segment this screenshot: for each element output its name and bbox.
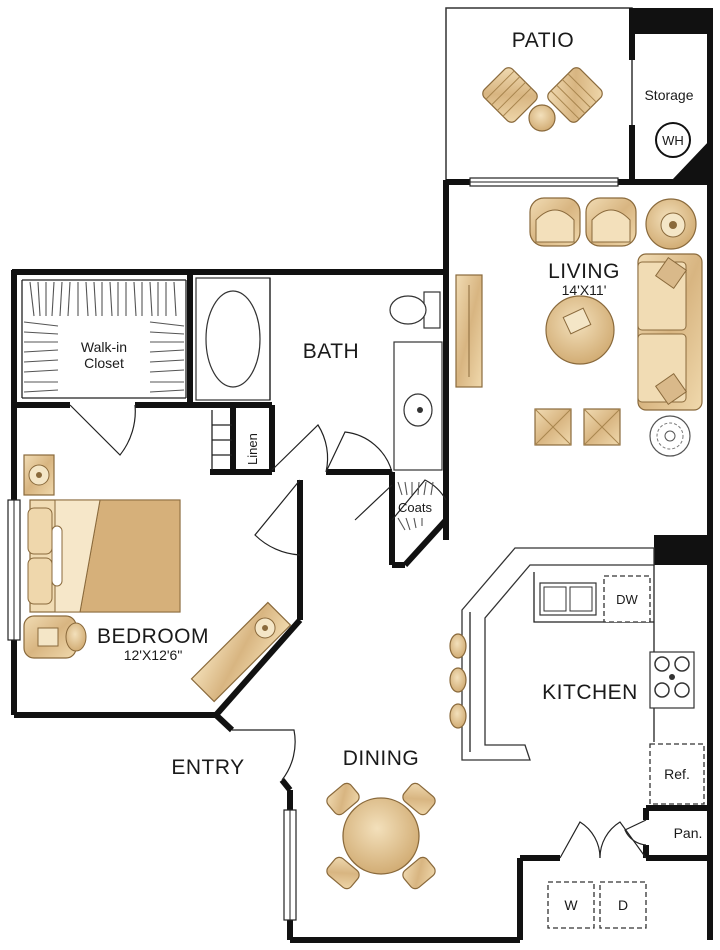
walk-in-closet-label-line2: Closet: [84, 355, 124, 371]
bed: [27, 499, 181, 613]
bathtub-basin: [205, 290, 261, 388]
coats-label: Coats: [398, 500, 432, 515]
washer-label: W: [564, 897, 578, 913]
storage-label: Storage: [644, 87, 693, 103]
stove: [649, 651, 695, 709]
dresser: [190, 601, 292, 703]
storage-corner-fill: [632, 8, 710, 34]
dining-label: DINING: [343, 747, 420, 770]
armchair-1: [529, 197, 581, 247]
bath-label: BATH: [303, 340, 359, 363]
kitchen-label: KITCHEN: [542, 681, 638, 704]
pantry-label: Pan.: [674, 825, 703, 841]
dining-set: [326, 782, 436, 890]
coat-rod: [397, 481, 434, 531]
living-furniture: [455, 197, 703, 457]
living-dimensions: 14'X11': [562, 282, 607, 298]
plant: [649, 415, 691, 457]
bar-stools: [449, 633, 467, 729]
kitchen-sink: [539, 582, 597, 616]
vanity-sink: [393, 341, 443, 471]
kitchen-corner-fill: [654, 535, 710, 565]
bath-fixtures: [195, 277, 443, 531]
dishwasher: [603, 575, 651, 623]
coffee-table: [545, 295, 615, 365]
storage-corner-fill-2: [672, 140, 710, 180]
patio-chair-right: [547, 67, 603, 123]
dishwasher-label: DW: [616, 592, 638, 607]
patio-table: [528, 104, 556, 132]
bedroom-label: BEDROOM: [97, 625, 209, 648]
refrigerator-label: Ref.: [664, 766, 690, 782]
dining-table: [342, 797, 420, 875]
desk: [23, 615, 87, 659]
linen-shelves: [211, 410, 232, 470]
dryer: [599, 881, 647, 929]
dryer-label: D: [618, 897, 628, 913]
kitchen-counters: [449, 547, 705, 929]
living-label: LIVING: [548, 260, 620, 283]
room-labels: PATIO Storage WH LIVING 14'X11' BATH Wal…: [81, 29, 702, 913]
sofa: [637, 253, 703, 411]
doors: [69, 404, 647, 859]
bedroom-furniture: [23, 454, 292, 703]
washer: [547, 881, 595, 929]
toilet: [389, 291, 441, 329]
water-heater: [655, 122, 691, 158]
walk-in-closet-label-line1: Walk-in: [81, 339, 127, 355]
side-table-lamp: [645, 198, 697, 250]
patio-chair-left: [482, 67, 538, 123]
bedroom-dimensions: 12'X12'6": [124, 647, 183, 663]
water-heater-label: WH: [662, 133, 684, 148]
walk-in-closet-shelving: [21, 279, 187, 399]
nightstand-top: [23, 454, 55, 496]
ottoman-2: [583, 408, 621, 446]
armchair-2: [585, 197, 637, 247]
ottoman-1: [534, 408, 572, 446]
refrigerator: [649, 743, 705, 805]
patio-area: [445, 7, 633, 181]
windows: [7, 177, 619, 921]
patio-label: PATIO: [512, 29, 574, 52]
walls: [11, 8, 713, 943]
linen-label: Linen: [245, 433, 260, 465]
entry-label: ENTRY: [171, 756, 244, 779]
